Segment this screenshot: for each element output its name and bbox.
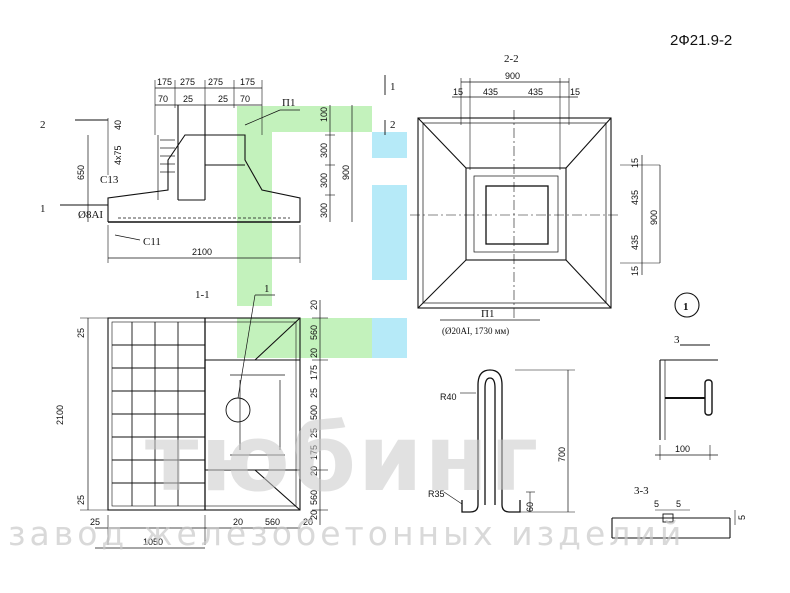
s11-right-3: 20 bbox=[309, 348, 319, 358]
s22-right-4: 15 bbox=[630, 266, 640, 276]
s22-top-2: 435 bbox=[483, 87, 498, 97]
section-1-1-texts: 1-1 1 2100 25 25 20 560 20 175 25 500 25… bbox=[55, 283, 319, 547]
section-2-2-texts: 2-2 900 15 435 435 15 15 435 435 15 900 bbox=[453, 53, 659, 276]
watermark-brand: тюбинг bbox=[145, 405, 540, 512]
s11-right-4: 175 bbox=[309, 365, 319, 380]
s11-left-2: 25 bbox=[76, 495, 86, 505]
elevation-dimension-texts: 175 275 275 175 70 25 25 70 100 300 300 … bbox=[40, 77, 396, 257]
section-2-2-view bbox=[410, 78, 661, 318]
s22-right-3: 435 bbox=[630, 235, 640, 250]
detail-1-view bbox=[655, 292, 718, 460]
watermark-tagline: завод железобетонных изделий bbox=[8, 514, 685, 553]
dim-left-3: 650 bbox=[76, 165, 86, 180]
s11-right-2: 560 bbox=[309, 325, 319, 340]
detail-1-callout: 1 bbox=[683, 301, 689, 313]
label-pi1: П1 bbox=[282, 97, 295, 109]
dim-second-4: 70 bbox=[240, 94, 250, 104]
section-2-marker: 2 bbox=[40, 119, 46, 131]
section-1-marker: 1 bbox=[40, 203, 46, 215]
dim-top-4: 175 bbox=[240, 77, 255, 87]
dim-overall-height: 900 bbox=[341, 165, 351, 180]
dim-second-3: 25 bbox=[218, 94, 228, 104]
part-pi1-texts: П1 (Ø20AI, 1730 мм) R40 R35 700 60 bbox=[428, 308, 567, 512]
part-pi1-r35: R35 bbox=[428, 489, 445, 499]
dim-right-1: 100 bbox=[319, 107, 329, 122]
s11-right-8: 175 bbox=[309, 445, 319, 460]
s11-bottom-4: 20 bbox=[303, 517, 313, 527]
s33-right: 5 bbox=[676, 499, 681, 509]
s11-right-9: 20 bbox=[309, 466, 319, 476]
s11-right-7: 25 bbox=[309, 428, 319, 438]
s11-right-10: 560 bbox=[309, 490, 319, 505]
label-c11: С11 bbox=[143, 236, 161, 248]
part-pi1-title: П1 bbox=[481, 308, 494, 320]
dim-left-2: 4x75 bbox=[113, 145, 123, 165]
detail-1-width: 100 bbox=[675, 444, 690, 454]
part-pi1-r40: R40 bbox=[440, 392, 457, 402]
drawing-code: 2Ф21.9-2 bbox=[670, 32, 732, 49]
section-1-1-title: 1-1 bbox=[195, 289, 210, 301]
section-2-right-marker: 2 bbox=[390, 119, 396, 131]
dim-right-4: 300 bbox=[319, 203, 329, 218]
brand-logo bbox=[237, 106, 407, 358]
s11-bottom-2: 20 bbox=[233, 517, 243, 527]
dim-right-2: 300 bbox=[319, 143, 329, 158]
dim-second-2: 25 bbox=[183, 94, 193, 104]
elevation-view bbox=[60, 75, 386, 263]
s22-right-1: 15 bbox=[630, 158, 640, 168]
s22-top-3: 435 bbox=[528, 87, 543, 97]
s33-left: 5 bbox=[654, 499, 659, 509]
s11-right-11: 20 bbox=[309, 510, 319, 520]
s11-right-5: 25 bbox=[309, 388, 319, 398]
section-2-2-title: 2-2 bbox=[504, 53, 519, 65]
s22-top-4: 15 bbox=[570, 87, 580, 97]
s11-bottom-total: 1050 bbox=[143, 537, 163, 547]
dim-right-3: 300 bbox=[319, 173, 329, 188]
s11-bottom-3: 560 bbox=[265, 517, 280, 527]
dim-left-1: 40 bbox=[113, 120, 123, 130]
part-pi1-hook: 60 bbox=[525, 502, 535, 512]
section-1-1-grid bbox=[112, 322, 205, 506]
section-3-3-title: 3-3 bbox=[634, 485, 649, 497]
label-bar: Ø8AI bbox=[78, 209, 103, 221]
s33-side: 5 bbox=[737, 515, 747, 520]
dim-second-1: 70 bbox=[158, 94, 168, 104]
s22-right-total: 900 bbox=[649, 210, 659, 225]
s22-top-total: 900 bbox=[505, 71, 520, 81]
s22-right-2: 435 bbox=[630, 190, 640, 205]
dim-top-1: 175 bbox=[157, 77, 172, 87]
s22-top-1: 15 bbox=[453, 87, 463, 97]
part-pi1-height: 700 bbox=[557, 447, 567, 462]
label-c13: С13 bbox=[100, 174, 119, 186]
part-pi1-subtitle: (Ø20AI, 1730 мм) bbox=[442, 326, 509, 336]
section-1-top-marker: 1 bbox=[390, 81, 396, 93]
callout-1: 1 bbox=[264, 283, 270, 295]
s11-bottom-1: 25 bbox=[90, 517, 100, 527]
s11-left-overall: 2100 bbox=[55, 405, 65, 425]
dim-top-2: 275 bbox=[180, 77, 195, 87]
detail-1-section-label: 3 bbox=[674, 334, 680, 346]
dim-top-3: 275 bbox=[208, 77, 223, 87]
dim-overall-width: 2100 bbox=[192, 247, 212, 257]
detail-1-texts: 1 3 100 bbox=[674, 301, 690, 454]
s11-left-1: 25 bbox=[76, 328, 86, 338]
part-pi1-view bbox=[440, 319, 575, 513]
s11-right-6: 500 bbox=[309, 405, 319, 420]
section-3-3-texts: 3-3 5 5 5 bbox=[634, 485, 747, 520]
section-1-1-view bbox=[80, 294, 328, 549]
s11-right-1: 20 bbox=[309, 300, 319, 310]
section-3-3-view bbox=[611, 509, 736, 539]
